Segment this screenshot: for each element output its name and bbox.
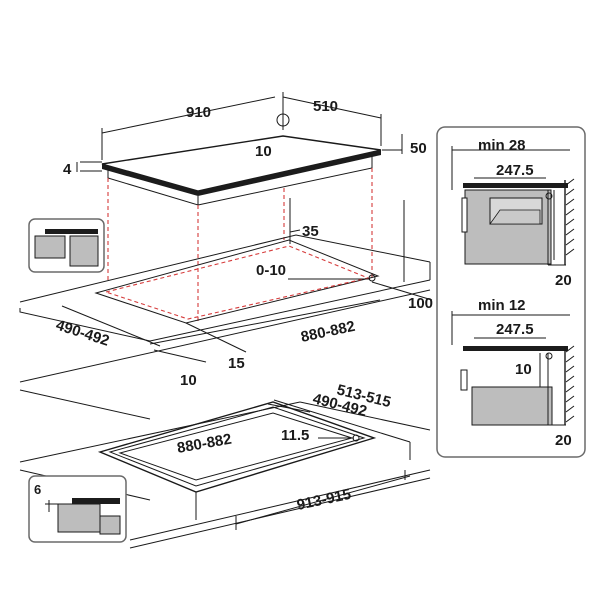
dim-rebate-depth: 6 [34, 482, 41, 497]
dim-offset-front: 10 [180, 372, 197, 389]
dim-depth: 510 [313, 98, 338, 115]
oven-clearance: 247.5 [496, 162, 534, 179]
drawer-install-panel [451, 311, 575, 426]
flush-mount-view [19, 399, 431, 549]
dim-cut-margin-back: 35 [302, 223, 319, 240]
drawer-min-label: min 12 [478, 297, 526, 314]
dim-inner-width: 880-882 [176, 431, 233, 457]
dim-rebate: 11.5 [281, 427, 309, 444]
dim-cut-width: 880-882 [299, 318, 356, 346]
wall-icon [564, 178, 575, 265]
hob-front-edge [102, 164, 198, 196]
dim-adjust-range: 0-10 [256, 262, 286, 279]
oven-min-label: min 28 [478, 137, 526, 154]
drawer-gap: 10 [515, 361, 532, 378]
oven-wall-gap: 20 [555, 272, 572, 289]
flush-mount-icon [28, 475, 127, 543]
dim-outer-width: 913-915 [295, 486, 352, 514]
dim-thickness-back: 50 [410, 140, 427, 157]
oven-icon [461, 189, 552, 265]
dim-thickness-front: 4 [63, 161, 72, 178]
dim-offset-side: 15 [228, 355, 245, 372]
cooktop-inset-icon [28, 218, 105, 273]
drawer-clearance: 247.5 [496, 321, 534, 338]
dim-width: 910 [186, 104, 211, 121]
drawer-icon [460, 369, 553, 426]
dim-cut-depth: 490-492 [54, 317, 112, 350]
dim-glass-edge: 10 [255, 143, 272, 160]
hob-exploded-view [19, 92, 433, 420]
dim-worktop-clearance: 100 [408, 295, 433, 312]
hob-side-edge [198, 150, 381, 196]
drawer-wall-gap: 20 [555, 432, 572, 449]
